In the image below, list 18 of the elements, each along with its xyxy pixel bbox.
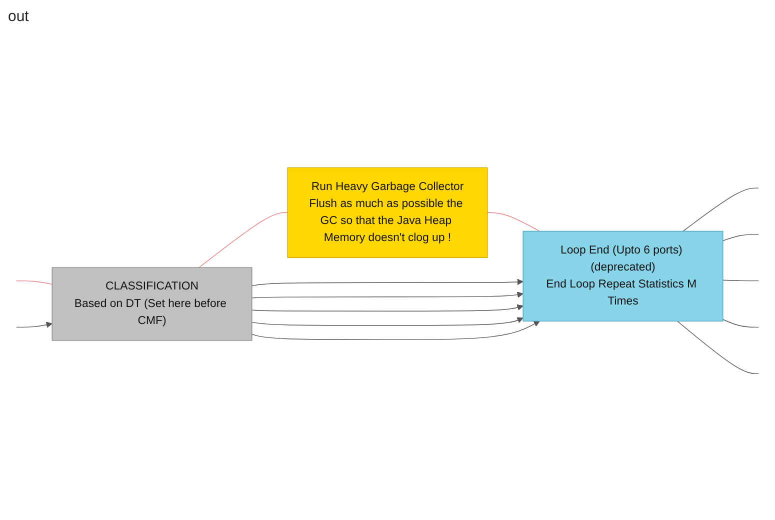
arrow xyxy=(252,304,524,312)
connector xyxy=(722,279,759,281)
connector xyxy=(676,320,759,374)
node-box: Run Heavy Garbage Collector Flush as much as possible the GC so that the Java Heap Memory doesn't clog up ! xyxy=(287,167,488,258)
connector xyxy=(722,318,759,328)
arrow xyxy=(252,291,524,298)
arrow xyxy=(252,320,540,340)
connector xyxy=(722,234,759,241)
node-box: CLASSIFICATION Based on DT (Set here before CMF) xyxy=(52,266,252,340)
arrow xyxy=(252,316,524,326)
note-text: out xyxy=(8,8,29,25)
arrow xyxy=(16,321,52,328)
connector xyxy=(198,212,288,268)
connector xyxy=(682,187,759,232)
connector xyxy=(487,212,540,232)
node-box: Loop End (Upto 6 ports) (deprecated) End Loop Repeat Statistics M Times xyxy=(522,230,724,322)
arrow xyxy=(252,278,524,286)
connector xyxy=(16,280,52,284)
